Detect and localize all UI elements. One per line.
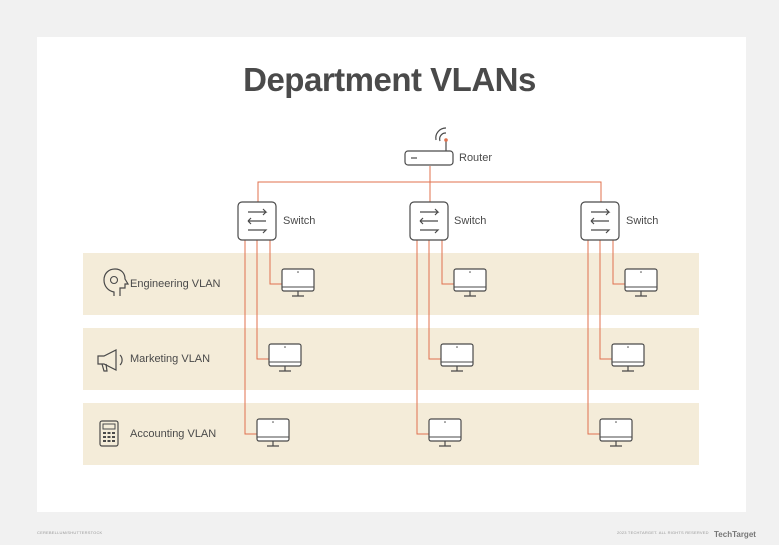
computer-monitor-icon	[599, 418, 633, 447]
marketing-vlan-label: Marketing VLAN	[130, 353, 211, 365]
switch-icon	[580, 201, 620, 241]
switch-icon	[237, 201, 277, 241]
links	[244, 166, 625, 435]
engineering-vlan-label: Engineering VLAN	[130, 278, 221, 290]
computer-monitor-icon	[281, 268, 315, 297]
computer-monitor-icon	[256, 418, 290, 447]
gear-head-icon	[103, 268, 130, 296]
computer-monitor-icon	[440, 343, 474, 372]
switch-icon	[409, 201, 449, 241]
marketing-vlan-band	[83, 328, 699, 390]
switch-label: Switch	[454, 215, 487, 227]
router-label: Router	[459, 152, 493, 164]
copyright: 2023 TECHTARGET. ALL RIGHTS RESERVED	[617, 530, 709, 535]
router-icon	[404, 127, 454, 166]
computer-monitor-icon	[453, 268, 487, 297]
diagram-title: Department VLANs	[243, 61, 536, 98]
computer-monitor-icon	[624, 268, 658, 297]
computer-monitor-icon	[268, 343, 302, 372]
switch-label: Switch	[283, 215, 316, 227]
calculator-icon	[99, 420, 119, 447]
techtarget-logo: TechTarget	[714, 530, 756, 539]
accounting-vlan-label: Accounting VLAN	[130, 428, 217, 440]
megaphone-icon	[97, 349, 123, 372]
engineering-vlan-band	[83, 253, 699, 315]
switch-label: Switch	[626, 215, 659, 227]
computer-monitor-icon	[611, 343, 645, 372]
image-credit: CEREBELLUM/SHUTTERSTOCK	[37, 530, 103, 535]
computer-monitor-icon	[428, 418, 462, 447]
